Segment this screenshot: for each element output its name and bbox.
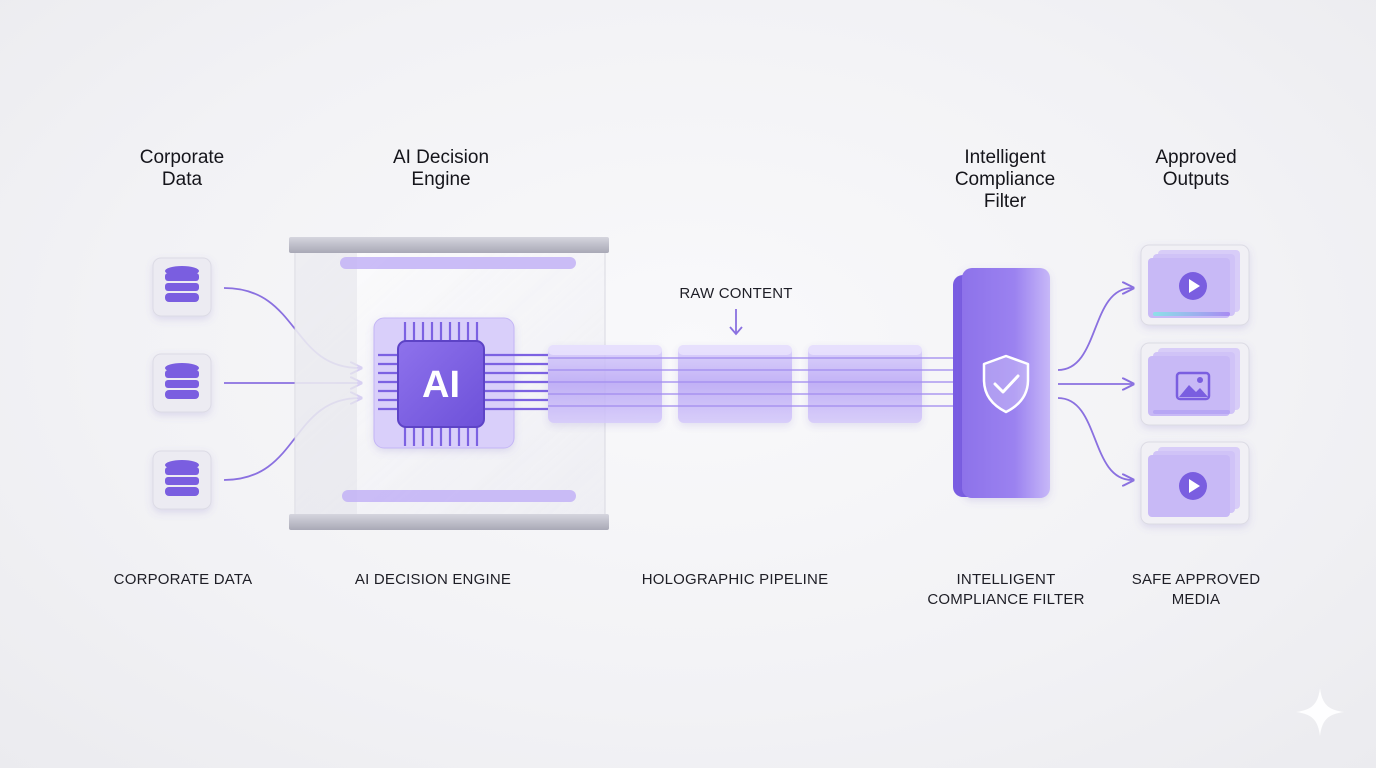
raw-content-label: RAW CONTENT bbox=[679, 285, 793, 302]
title-approved-outputs: Approved Outputs bbox=[1155, 147, 1237, 190]
compliance-filter-block bbox=[953, 268, 1050, 498]
database-icon bbox=[165, 363, 199, 399]
play-icon bbox=[1179, 472, 1207, 500]
image-icon bbox=[1175, 371, 1211, 401]
pipeline-segment-3 bbox=[808, 345, 922, 423]
sparkle-icon bbox=[1296, 688, 1344, 736]
play-icon bbox=[1179, 272, 1207, 300]
caption-compliance-filter: INTELLIGENT COMPLIANCE FILTER bbox=[927, 571, 1085, 608]
holographic-pipeline bbox=[548, 345, 960, 423]
caption-corporate-data: CORPORATE DATA bbox=[113, 571, 253, 588]
output-card-video-1 bbox=[1140, 244, 1250, 326]
pipeline-segment-2 bbox=[678, 345, 792, 423]
caption-ai-decision-engine: AI DECISION ENGINE bbox=[354, 571, 512, 588]
shield-check-icon bbox=[982, 354, 1030, 414]
raw-content-arrow bbox=[729, 309, 743, 336]
database-tile-2 bbox=[152, 353, 212, 413]
output-card-image bbox=[1140, 342, 1250, 426]
caption-approved-media: SAFE APPROVED MEDIA bbox=[1131, 571, 1261, 608]
title-compliance-filter: Intelligent Compliance Filter bbox=[954, 147, 1056, 212]
database-tile-3 bbox=[152, 450, 212, 510]
title-corporate-data: Corporate Data bbox=[139, 147, 225, 190]
ai-chip-icon: AI bbox=[373, 317, 548, 449]
database-tile-1 bbox=[152, 257, 212, 317]
ai-chip-label: AI bbox=[422, 364, 460, 406]
database-icon bbox=[165, 266, 199, 302]
output-card-video-2 bbox=[1140, 441, 1250, 525]
output-flow-lines bbox=[1057, 288, 1132, 480]
title-ai-decision-engine: AI Decision Engine bbox=[392, 147, 490, 190]
database-icon bbox=[165, 460, 199, 496]
pipeline-segment-1 bbox=[548, 345, 662, 423]
caption-holographic-pipeline: HOLOGRAPHIC PIPELINE bbox=[641, 571, 829, 588]
